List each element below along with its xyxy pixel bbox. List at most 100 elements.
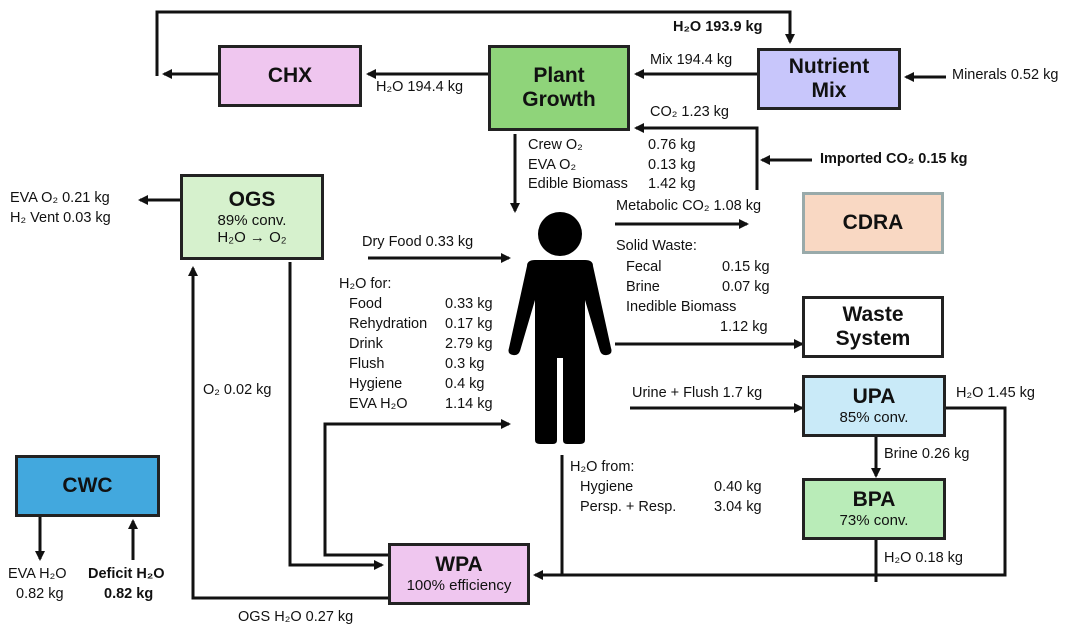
urine-flush-label: Urine + Flush 1.7 kg: [632, 385, 763, 401]
plant-title-2: Growth: [522, 88, 596, 111]
dry-food-label: Dry Food 0.33 kg: [362, 234, 474, 250]
plant-output-row-value: 0.13 kg: [648, 156, 696, 173]
cwc-box: CWC: [15, 455, 160, 517]
imported-co2-label: Imported CO₂ 0.15 kg: [820, 151, 968, 167]
h2o-for-header: H₂O for:: [339, 276, 392, 292]
chx-title: CHX: [267, 63, 313, 87]
upa-box: UPA 85% conv.: [802, 375, 946, 437]
plant-title-1: Plant: [533, 63, 585, 87]
cwc-eva-h2o-label-1: EVA H₂O: [8, 566, 67, 582]
upa-h2o-to-wpa-line: [880, 406, 1007, 577]
cwc-eva-h2o-label-2: 0.82 kg: [16, 586, 64, 602]
waste-system-box: Waste System: [802, 296, 944, 358]
plant-output-row-name: Edible Biomass: [528, 176, 628, 192]
solid-waste-row-name: Brine: [626, 279, 660, 295]
plant-output-row-value: 1.42 kg: [648, 176, 696, 192]
mix-label: Mix 194.4 kg: [650, 52, 733, 68]
ogs-title: OGS: [228, 187, 276, 211]
cwc-title: CWC: [62, 473, 113, 497]
bpa-sub: 73% conv.: [839, 512, 909, 530]
h2o-from-header: H₂O from:: [570, 459, 635, 475]
h2o-for-row: Rehydration 0.17 kg: [349, 316, 493, 332]
bpa-box: BPA 73% conv.: [802, 478, 946, 540]
ogs-box: OGS 89% conv. H₂O → O₂: [180, 174, 324, 260]
wpa-box: WPA 100% efficiency: [388, 543, 530, 605]
wpa-sub: 100% efficiency: [406, 577, 512, 595]
h2o-for-row: Hygiene 0.4 kg: [349, 376, 485, 392]
nutrient-title-1: Nutrient: [788, 54, 870, 78]
solid-waste-row: Brine 0.07 kg: [626, 279, 770, 295]
solid-waste-row-name: Fecal: [626, 259, 662, 275]
plant-output-row-value: 0.76 kg: [648, 137, 696, 153]
h2o-for-row: Food 0.33 kg: [349, 296, 493, 312]
solid-waste-row: Inedible Biomass: [626, 299, 736, 315]
h2o-from-row-name: Hygiene: [580, 479, 634, 495]
h2o-for-row-name: Hygiene: [349, 376, 403, 392]
h2o-for-row-value: 0.33 kg: [445, 296, 493, 312]
plant-output-row-name: Crew O₂: [528, 137, 583, 153]
top-loop-h2o-label: H₂O 193.9 kg: [673, 19, 763, 35]
ogs-h2o-label: OGS H₂O 0.27 kg: [238, 609, 354, 625]
h2o-for-row-name: Rehydration: [349, 316, 428, 332]
h2o-from-row: Hygiene 0.40 kg: [580, 479, 762, 495]
h2o-for-row-name: Flush: [349, 356, 385, 372]
solid-waste-row-name: Inedible Biomass: [626, 299, 737, 315]
co2-plant-label: CO₂ 1.23 kg: [650, 104, 729, 120]
waste-title-1: Waste: [842, 302, 904, 326]
solid-waste-row-value: 0.07 kg: [722, 279, 770, 295]
brine-to-bpa-label: Brine 0.26 kg: [884, 446, 970, 462]
chx-box: CHX: [218, 45, 362, 107]
h2o-for-row-name: Food: [349, 296, 383, 312]
metabolic-co2-label: Metabolic CO₂ 1.08 kg: [616, 198, 762, 214]
ogs-h2o-loop-arrow: [188, 266, 388, 600]
h2o-for-row-name: Drink: [349, 336, 383, 352]
ogs-sub-2: H₂O → O₂: [217, 229, 287, 247]
h2o-for-row-name: EVA H₂O: [349, 396, 408, 412]
nutrient-title-2: Mix: [811, 79, 847, 102]
h2-vent-label: H₂ Vent 0.03 kg: [10, 210, 111, 226]
plant-output-row: Crew O₂ 0.76 kg: [528, 137, 696, 153]
bpa-h2o-label: H₂O 0.18 kg: [884, 550, 963, 566]
h2o-for-row-value: 2.79 kg: [445, 336, 493, 352]
crew-member-icon: [508, 212, 612, 444]
chx-h2o-label: H₂O 194.4 kg: [376, 79, 464, 95]
bpa-title: BPA: [852, 488, 896, 512]
solid-waste-row: Fecal 0.15 kg: [626, 259, 770, 275]
h2o-from-row-value: 3.04 kg: [714, 499, 762, 515]
h2o-for-row-value: 0.4 kg: [445, 376, 485, 392]
h2o-from-row: Persp. + Resp. 3.04 kg: [580, 499, 762, 515]
ogs-sub-1: 89% conv.: [217, 211, 287, 229]
solid-waste-trailing-value: 1.12 kg: [720, 319, 768, 335]
upa-h2o-label: H₂O 1.45 kg: [956, 385, 1035, 401]
plant-output-row-name: EVA O₂: [528, 156, 577, 173]
h2o-from-row-name: Persp. + Resp.: [580, 499, 677, 515]
cdra-title: CDRA: [842, 210, 904, 234]
h2o-for-row-value: 0.17 kg: [445, 316, 493, 332]
plant-output-row: EVA O₂ 0.13 kg: [528, 156, 696, 173]
eva-o2-out-label: EVA O₂ 0.21 kg: [10, 190, 110, 206]
h2o-for-row: Drink 2.79 kg: [349, 336, 493, 352]
minerals-label: Minerals 0.52 kg: [952, 67, 1059, 83]
solid-waste-header: Solid Waste:: [616, 238, 697, 254]
upa-title: UPA: [852, 385, 896, 409]
chx-to-nutrient-arrow: [155, 10, 795, 76]
h2o-for-row-value: 1.14 kg: [445, 396, 493, 412]
nutrient-mix-box: Nutrient Mix: [757, 48, 901, 110]
o2-small-label: O₂ 0.02 kg: [203, 382, 272, 398]
wpa-to-crew-arrow: [323, 419, 511, 557]
plant-output-row: Edible Biomass 1.42 kg: [528, 176, 696, 192]
solid-waste-row-value: 0.15 kg: [722, 259, 770, 275]
plant-growth-box: Plant Growth: [488, 45, 630, 131]
waste-title-2: System: [835, 327, 911, 350]
ogs-to-wpa-arrow: [288, 262, 384, 570]
co2-to-plant-arrow: [634, 123, 759, 190]
h2o-for-row-value: 0.3 kg: [445, 356, 485, 372]
h2o-for-row: EVA H₂O 1.14 kg: [349, 396, 493, 412]
deficit-h2o-label-1: Deficit H₂O: [88, 566, 165, 582]
deficit-h2o-label-2: 0.82 kg: [104, 586, 154, 602]
h2o-from-row-value: 0.40 kg: [714, 479, 762, 495]
cdra-box: CDRA: [802, 192, 944, 254]
h2o-for-row: Flush 0.3 kg: [349, 356, 485, 372]
upa-sub: 85% conv.: [839, 409, 909, 427]
